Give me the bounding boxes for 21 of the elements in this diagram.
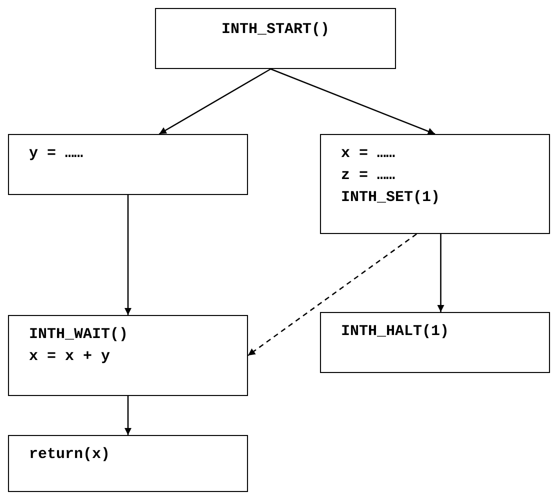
process-box <box>320 134 550 234</box>
code-text: z = …… <box>341 166 396 186</box>
arrow <box>270 68 436 135</box>
dashed-arrow <box>248 233 417 356</box>
code-text: x = x + y <box>29 347 110 367</box>
code-text: return(x) <box>29 445 110 465</box>
arrow <box>158 68 271 135</box>
code-text: x = …… <box>341 144 396 164</box>
process-box <box>155 8 396 69</box>
code-text: INTH_HALT(1) <box>341 322 450 342</box>
code-text: INTH_START() <box>221 20 330 40</box>
process-box <box>320 312 550 373</box>
arrow <box>124 195 132 315</box>
process-box <box>8 134 248 195</box>
process-box <box>8 435 248 492</box>
arrow <box>437 234 444 312</box>
code-text: INTH_SET(1) <box>341 188 440 208</box>
arrow <box>124 396 132 435</box>
code-text: y = …… <box>29 144 84 164</box>
process-box <box>8 315 248 396</box>
code-text: INTH_WAIT() <box>29 325 128 345</box>
